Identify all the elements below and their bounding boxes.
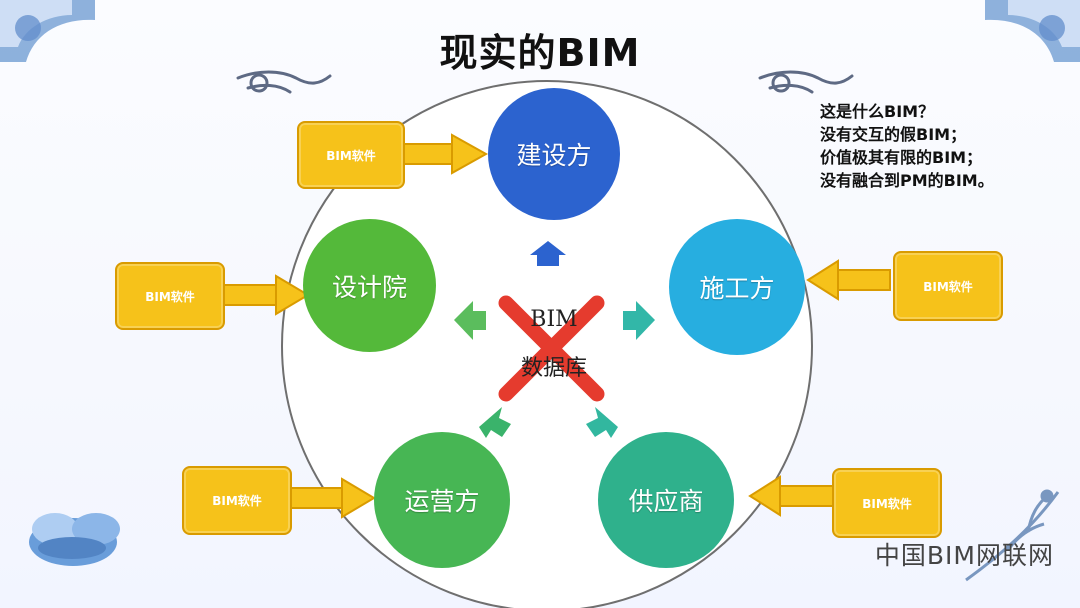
corner-decoration-top-right bbox=[985, 0, 1080, 62]
inner-arrow-left bbox=[454, 301, 486, 340]
flower-decoration-bottom-left bbox=[29, 513, 120, 566]
node-operator: 运营方 bbox=[374, 432, 510, 568]
connector-arrow-contractor bbox=[806, 259, 891, 301]
connector-arrow-supplier bbox=[748, 475, 835, 517]
bim-software-badge-supplier: BIM软件 bbox=[832, 468, 942, 538]
inner-arrow-lower-left bbox=[479, 407, 511, 438]
center-label-line-2: 数据库 bbox=[520, 356, 587, 381]
note-line-3: 价值极其有限的BIM； bbox=[820, 148, 983, 167]
inner-arrow-up bbox=[530, 241, 566, 266]
node-designer: 设计院 bbox=[303, 219, 436, 352]
bim-software-badge-contractor: BIM软件 bbox=[893, 251, 1003, 321]
note-line-2: 没有交互的假BIM； bbox=[820, 125, 967, 144]
inner-arrow-right bbox=[623, 301, 655, 340]
corner-decoration-top-left bbox=[0, 0, 95, 62]
slide-title: 现实的BIM bbox=[439, 31, 641, 75]
node-contractor: 施工方 bbox=[669, 219, 805, 355]
bim-software-badge-operator: BIM软件 bbox=[182, 466, 292, 535]
scroll-ornament-left bbox=[236, 70, 332, 94]
scroll-ornament-right bbox=[758, 70, 854, 94]
watermark: 中国BIM网联网 bbox=[874, 541, 1054, 570]
connector-arrow-operator bbox=[289, 477, 376, 519]
bim-software-badge-owner: BIM软件 bbox=[297, 121, 405, 189]
note-line-1: 这是什么BIM？ bbox=[820, 102, 935, 121]
branch-decoration-bottom-right bbox=[965, 489, 1060, 582]
center-label-line-1: BIM bbox=[530, 307, 578, 332]
node-supplier: 供应商 bbox=[598, 432, 734, 568]
note-text: 这是什么BIM？ 没有交互的假BIM； 价值极其有限的BIM； 没有融合到PM的… bbox=[820, 100, 1050, 192]
inner-arrow-lower-right bbox=[586, 407, 618, 438]
node-owner: 建设方 bbox=[488, 88, 620, 220]
note-line-4: 没有融合到PM的BIM。 bbox=[820, 171, 994, 190]
connector-arrow-designer bbox=[223, 274, 310, 316]
bim-software-badge-designer: BIM软件 bbox=[115, 262, 225, 330]
x-mark bbox=[498, 295, 605, 402]
